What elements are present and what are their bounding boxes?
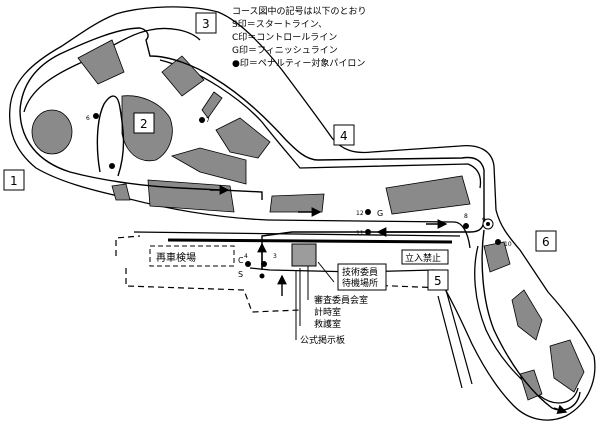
pit-wall	[167, 238, 453, 244]
pylon-label-6: 6	[86, 115, 90, 122]
section-box-3	[195, 12, 217, 34]
track-west-edge	[8, 107, 269, 221]
section-label-2: 2	[140, 117, 148, 131]
legend-title: コース図中の記号は以下のとおり	[232, 5, 367, 17]
penalty-pylon-3	[261, 261, 267, 267]
penalty-pylon-8	[463, 223, 469, 229]
timing-label: 計時室	[314, 306, 341, 318]
legend-start: S印＝スタートライン、	[232, 18, 327, 30]
pylon-label-4: 4	[244, 253, 248, 260]
start-line-marker: S	[238, 270, 243, 279]
access-road	[437, 295, 463, 389]
pit-building	[291, 243, 317, 267]
access-road	[445, 289, 473, 385]
track-hairpin-east	[474, 245, 579, 404]
section-label-6: 6	[542, 235, 550, 249]
facility-pointer	[317, 261, 335, 283]
section-label-3: 3	[202, 17, 210, 31]
tech-label-2: 待機場所	[342, 277, 378, 289]
infield-block	[170, 147, 247, 185]
penalty-pylon-7	[199, 117, 205, 123]
infield-block	[549, 339, 585, 393]
recheck-label: 再車検場	[156, 251, 196, 264]
infield-block	[147, 179, 235, 213]
penalty-pylon-4	[245, 261, 251, 267]
infield-block	[31, 109, 73, 155]
rescue-label: 救護室	[314, 318, 341, 330]
pylon-label-9: 9	[482, 217, 486, 224]
no-entry-box	[401, 249, 449, 265]
section-label-1: 1	[10, 174, 18, 188]
pylon-label-10: 10	[504, 241, 512, 248]
tech-label-1: 技術委員	[342, 266, 378, 278]
penalty-pylon-12	[365, 209, 371, 215]
pylon-label-12: 12	[356, 210, 364, 217]
infield-block	[111, 183, 131, 201]
recheck-area	[149, 245, 235, 267]
infield-block	[201, 91, 223, 119]
infield-block	[269, 193, 325, 213]
direction-arrow	[553, 404, 568, 414]
pylon-start	[259, 273, 265, 279]
penalty-pylon-10	[495, 239, 501, 245]
track-inner-east	[159, 59, 482, 189]
pylon-label-11: 11	[356, 230, 364, 237]
board-label: 公式掲示板	[300, 334, 345, 346]
section-box-6	[535, 230, 557, 252]
goal-line-marker: G	[377, 209, 383, 218]
driving-route	[19, 27, 485, 268]
penalty-pylon-6	[93, 113, 99, 119]
penalty-pylon-5	[109, 163, 115, 169]
control-line-marker: C	[238, 256, 244, 265]
infield-block	[77, 39, 125, 85]
pylon-label-3: 3	[273, 253, 277, 260]
infield-block	[511, 289, 543, 341]
tech-box	[337, 263, 387, 291]
track-pit-lane	[133, 231, 461, 237]
infield-block	[161, 55, 205, 97]
pylon-label-8: 8	[464, 213, 468, 220]
section-box-5	[427, 269, 449, 291]
infield-block	[519, 369, 543, 401]
paddock-area	[125, 268, 301, 313]
no-entry-label: 立入禁止	[405, 252, 441, 264]
legend-goal: G印＝フィニッシュライン	[232, 44, 338, 56]
driving-route-inner	[96, 95, 125, 177]
infield-block	[385, 175, 471, 215]
track-outer-edge	[9, 6, 596, 421]
infield-block	[215, 117, 271, 159]
penalty-pylon-11	[365, 229, 371, 235]
track-main-straight	[267, 219, 471, 249]
judges-label: 審査委員会室	[314, 294, 368, 306]
section-box-1	[3, 169, 25, 191]
pylon-control	[259, 247, 265, 253]
section-label-4: 4	[340, 129, 348, 143]
pylon-label-7: 7	[206, 117, 210, 124]
section-box-2	[133, 112, 155, 134]
penalty-pylon-9-dot	[486, 222, 490, 226]
legend-control: C印＝コントロールライン	[232, 31, 337, 43]
legend-pylon: ●印＝ペナルティー対象パイロン	[232, 57, 365, 69]
paddock-area	[115, 235, 141, 256]
section-box-4	[333, 124, 355, 146]
section-label-5: 5	[434, 274, 442, 288]
